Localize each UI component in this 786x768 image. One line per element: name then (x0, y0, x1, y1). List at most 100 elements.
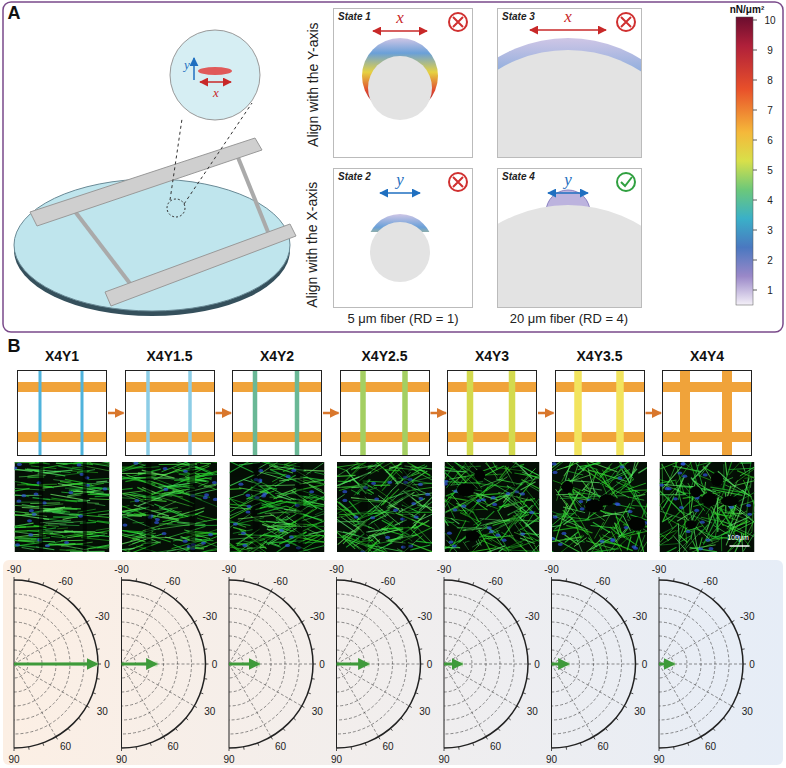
actin-fiber (307, 491, 325, 505)
figure-part (14, 748, 15, 751)
nucleus (155, 518, 160, 521)
nucleus (212, 481, 217, 484)
reject-icon (449, 13, 635, 191)
gap (721, 496, 739, 506)
figure-part (527, 648, 530, 650)
actin-fiber (258, 472, 289, 481)
figure-part (14, 577, 15, 580)
nucleus (371, 482, 376, 485)
orientation-spread (122, 662, 158, 667)
nucleus (520, 492, 525, 495)
micrograph (337, 462, 432, 552)
figure-part (580, 582, 581, 585)
nucleus (445, 482, 448, 485)
nucleus (673, 497, 678, 500)
actin-fiber (603, 511, 630, 516)
nucleus (342, 499, 347, 502)
figure-part (230, 462, 325, 552)
angle-label: 60 (490, 741, 501, 752)
nucleus (27, 519, 32, 522)
figure-part (415, 693, 418, 694)
figure-part (409, 706, 412, 708)
orientation-arrow (337, 663, 367, 666)
y-fiber (39, 371, 42, 455)
actin-fiber (628, 483, 646, 489)
figure-part (136, 578, 138, 581)
actin-fiber (750, 478, 752, 488)
actin-fiber (230, 514, 251, 531)
figure-part (200, 81, 231, 83)
actin-fiber (553, 515, 588, 530)
figure-part (337, 664, 421, 665)
x-fiber (448, 432, 536, 442)
fiber-shadow (190, 462, 196, 552)
figure-part (229, 577, 230, 580)
figure-part (271, 589, 273, 592)
figure-part (98, 664, 101, 665)
figure-part (365, 743, 366, 746)
angle-label: 60 (597, 741, 608, 752)
figure-part (105, 224, 296, 306)
actin-fiber (313, 505, 325, 507)
nucleus (747, 513, 752, 516)
figure-part (30, 138, 262, 226)
figure-part (616, 608, 618, 610)
figure-part (736, 17, 753, 305)
actin-fiber (480, 520, 500, 526)
actin-fiber (703, 467, 715, 474)
gap (702, 493, 717, 507)
scale-bar (730, 545, 750, 547)
polar-plot (229, 577, 316, 751)
actin-fiber (491, 462, 498, 470)
y-fiber (360, 371, 366, 455)
axis-label: y (184, 58, 190, 72)
figure-part (594, 589, 596, 592)
step-arrow (431, 412, 447, 415)
actin-fiber (204, 482, 217, 487)
actin-fiber (445, 540, 461, 552)
angle-label: 90 (223, 754, 234, 765)
actin-fiber (713, 512, 739, 521)
nucleus (289, 536, 294, 539)
angle-label: -60 (58, 576, 72, 587)
actin-fiber (366, 529, 388, 532)
x-fiber (556, 382, 644, 392)
figure-part (28, 578, 30, 581)
figure-part (78, 718, 80, 720)
actin-fiber (271, 469, 283, 470)
actin-fiber (196, 498, 217, 507)
actin-fiber (374, 549, 386, 552)
micrograph (230, 462, 325, 552)
actin-fiber (424, 504, 432, 514)
actin-fiber (480, 519, 512, 522)
figure-part (624, 621, 627, 623)
figure-part (337, 622, 410, 664)
figure-part (701, 589, 703, 592)
x-fiber (233, 432, 321, 442)
actin-fiber (281, 462, 311, 468)
y-fiber (295, 371, 300, 455)
nucleus (448, 540, 453, 543)
figure-part (43, 743, 44, 746)
figure-part (617, 173, 635, 191)
actin-fiber (451, 518, 460, 524)
actin-fiber (240, 534, 265, 551)
actin-fiber (712, 537, 727, 539)
actin-fiber (520, 529, 540, 539)
figure-part (673, 578, 675, 581)
actin-fiber (343, 535, 373, 546)
actin-fiber (15, 510, 29, 513)
actin-fiber (723, 478, 733, 482)
figure-part (368, 56, 432, 120)
gap (711, 473, 723, 486)
actin-fiber (610, 462, 633, 480)
actin-fiber (711, 511, 718, 530)
figure-part (713, 728, 715, 730)
actin-fiber (22, 508, 56, 509)
row-label: Align with the X-axis (305, 182, 320, 308)
plot-frame: State 1 (333, 8, 473, 158)
figure-part (630, 634, 633, 635)
figure-part (87, 706, 90, 708)
figure-part (419, 648, 422, 650)
figure-part (14, 577, 746, 751)
